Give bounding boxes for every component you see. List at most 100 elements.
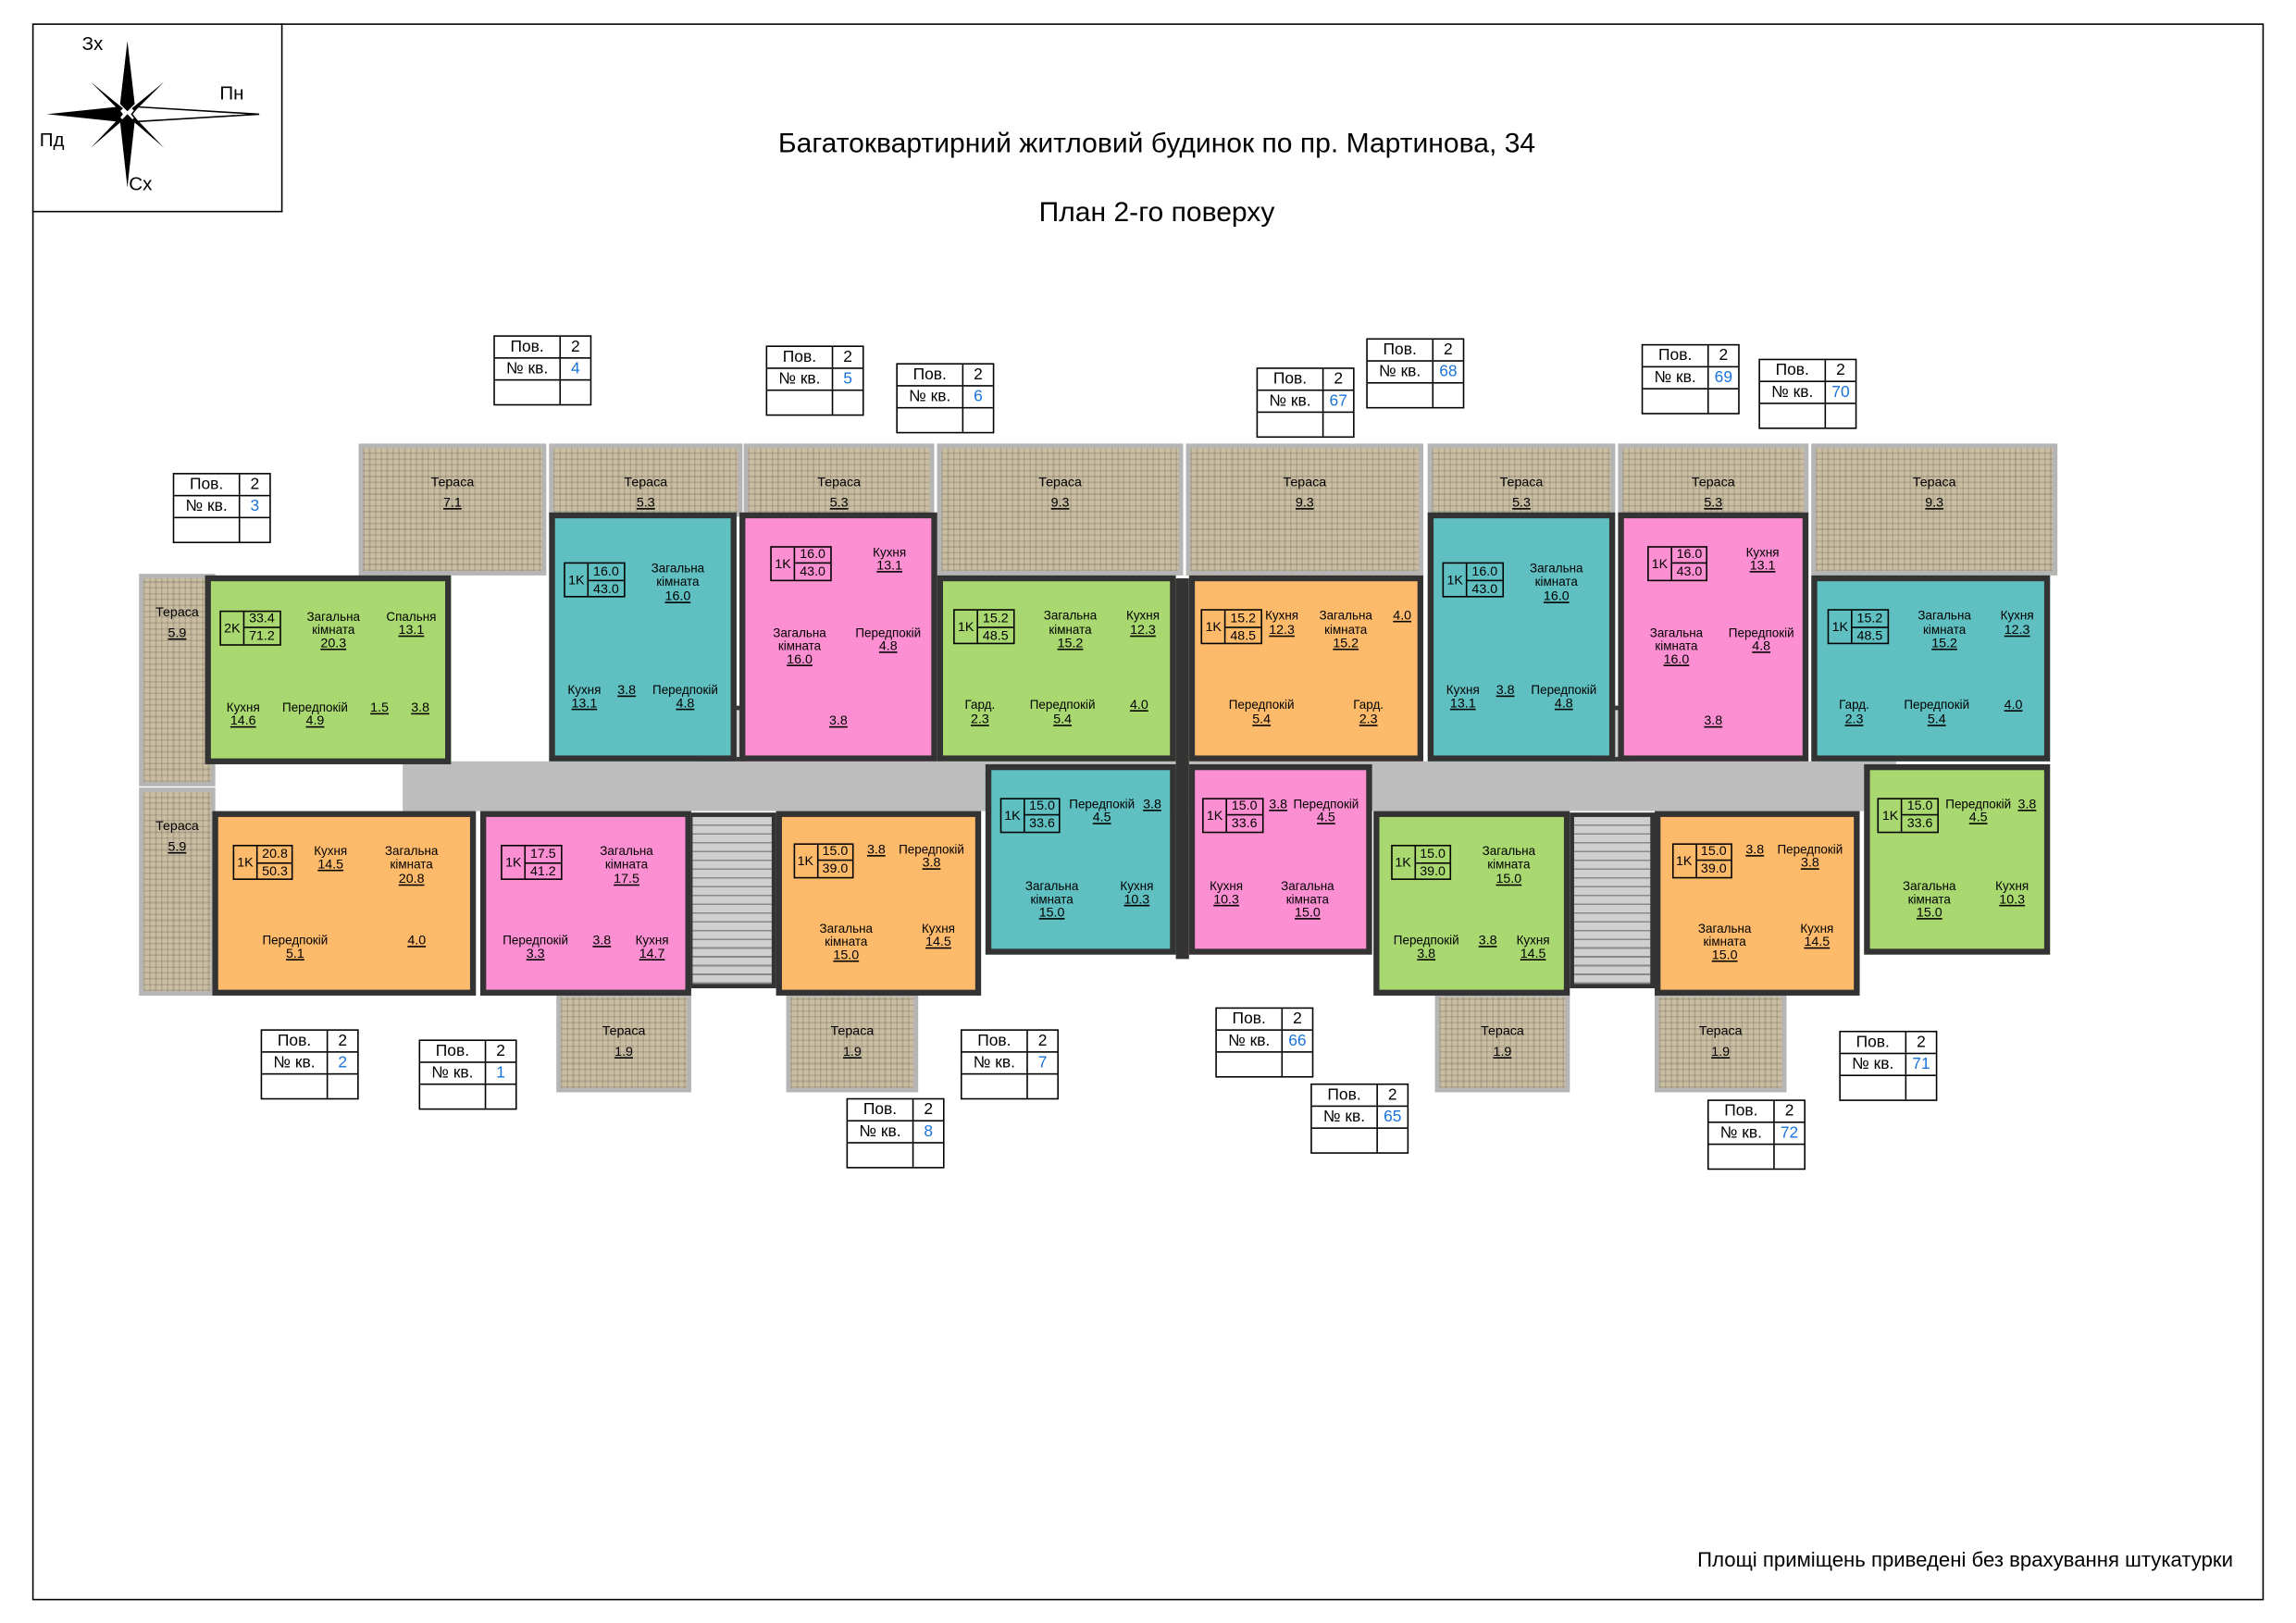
- room-label: 4.0: [407, 933, 426, 961]
- room-name: Загальна кімната: [600, 843, 653, 873]
- empty-cell: [1709, 1145, 1774, 1168]
- callout-empty-row: [848, 1143, 943, 1168]
- terrace-label: Тераса: [155, 818, 199, 834]
- room-area: 14.5: [317, 857, 344, 873]
- room-name: Передпокій: [262, 932, 329, 948]
- room-area: 16.0: [1663, 651, 1690, 667]
- empty-cell: [1322, 413, 1353, 437]
- room-area: 13.1: [1749, 557, 1776, 573]
- callout-floor-row: Пов.2: [1258, 368, 1354, 391]
- empty-cell: [1643, 390, 1707, 413]
- room-area: 3.3: [526, 946, 545, 961]
- apartment-number: 8: [924, 1122, 934, 1141]
- empty-cell: [912, 1143, 943, 1168]
- living-area: 15.0: [817, 844, 853, 861]
- room-area: 3.8: [1478, 932, 1497, 948]
- room-label: 3.8: [867, 842, 886, 878]
- room-name: Кухня: [1800, 920, 1834, 935]
- room-area: 4.0: [1129, 697, 1148, 712]
- floor-value: 2: [1037, 1032, 1048, 1050]
- floor-key: Пов.: [1217, 1009, 1284, 1030]
- apartment-number: 4: [570, 360, 580, 378]
- apartment-key: № кв.: [962, 1052, 1028, 1073]
- room-name: Загальна кімната: [1281, 877, 1334, 907]
- total-area: 71.2: [249, 628, 275, 644]
- apartment-number: 68: [1439, 363, 1458, 381]
- room-name: Кухня: [1516, 932, 1550, 948]
- living-area: 20.8: [257, 846, 292, 863]
- room-area: 5.4: [1053, 711, 1072, 726]
- room-name: Кухня: [226, 700, 260, 715]
- apartment-number: 7: [1037, 1054, 1048, 1072]
- apartment-key: № кв.: [1312, 1107, 1378, 1128]
- room-name: Гард.: [1353, 697, 1384, 712]
- empty-cell: [1368, 384, 1433, 407]
- terrace-area: 1.9: [614, 1044, 633, 1059]
- callout-floor-row: Пов.2: [262, 1030, 358, 1053]
- callout-floor-row: Пов.2: [897, 364, 993, 387]
- room-name: Кухня: [1745, 543, 1780, 559]
- apartment-type: 1K: [565, 564, 590, 597]
- room-name: Загальна кімната: [773, 625, 826, 653]
- apartment-key: № кв.: [1368, 361, 1434, 382]
- living-area: 15.0: [1696, 844, 1731, 861]
- room-area: 3.8: [411, 700, 430, 715]
- callout-empty-row: [1368, 383, 1463, 407]
- room-area: 10.3: [1999, 891, 2026, 907]
- floor-value: 2: [843, 348, 852, 366]
- room-area: 4.8: [878, 638, 898, 653]
- terrace-area: 5.9: [168, 625, 187, 640]
- terrace-label: Тераса: [1912, 474, 1956, 489]
- room-label: 3.8: [1143, 797, 1161, 833]
- room-area: 10.3: [1123, 891, 1150, 907]
- footer-note: Площі приміщень приведені без врахування…: [1697, 1547, 2234, 1571]
- callout-floor-row: Пов.2: [1840, 1032, 1936, 1055]
- total-area: 43.0: [800, 564, 825, 579]
- compass-south-label: Пд: [39, 129, 65, 151]
- room-area: 4.0: [2004, 697, 2023, 712]
- floor-value: 2: [974, 365, 983, 384]
- terrace-area: 9.3: [1925, 494, 1944, 510]
- empty-cell: [238, 518, 269, 542]
- room-name: Загальна кімната: [1903, 877, 1956, 907]
- apartment-number: 67: [1329, 392, 1347, 411]
- callout-empty-row: [1643, 389, 1738, 414]
- living-area: 16.0: [589, 563, 624, 581]
- room-area: 17.5: [614, 871, 639, 886]
